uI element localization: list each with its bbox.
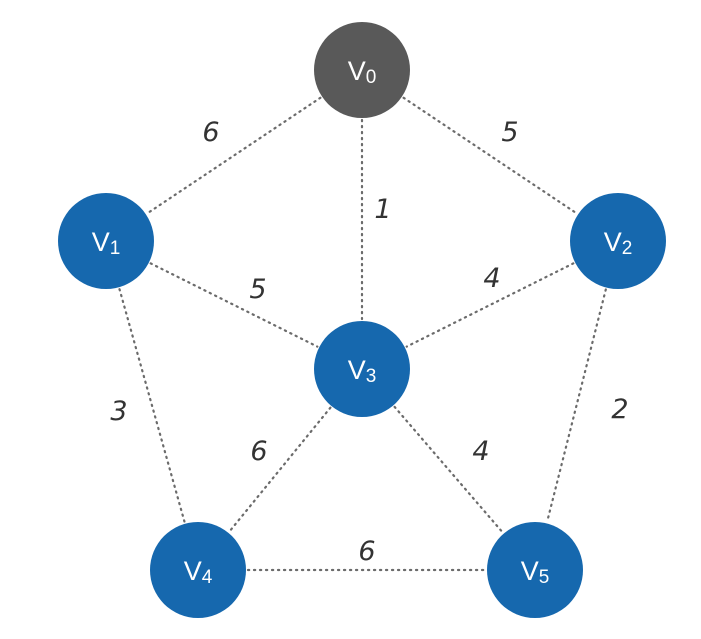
edge-weight-v3-v4: 6 (250, 436, 267, 467)
edge-v3-v5 (393, 405, 504, 534)
node-v0: V0 (314, 22, 410, 118)
edge-weight-v1-v3: 5 (249, 274, 266, 305)
edge-weight-v2-v5: 2 (611, 394, 628, 425)
node-v2-label: V2 (604, 227, 633, 259)
edge-weight-v2-v3: 4 (483, 263, 500, 294)
node-v5-label: V5 (521, 556, 550, 588)
edges-layer (118, 96, 607, 572)
edge-v2-v3 (405, 262, 575, 348)
node-v0-circle (314, 22, 410, 118)
edge-weight-v4-v5: 6 (358, 536, 375, 567)
node-v5: V5 (487, 522, 583, 618)
node-v3-circle (314, 321, 410, 417)
edge-v0-v1 (146, 96, 322, 215)
edge-v2-v5 (546, 288, 607, 523)
edge-weight-v1-v4: 3 (110, 396, 127, 427)
node-v0-label: V0 (348, 56, 377, 88)
edge-v3-v4 (228, 406, 332, 533)
node-v3: V3 (314, 321, 410, 417)
node-v3-label: V3 (348, 355, 377, 387)
node-v1-label: V1 (92, 227, 121, 259)
node-v4: V4 (150, 522, 246, 618)
node-v4-label: V4 (184, 556, 213, 588)
weights-layer: 6 5 1 5 4 3 2 6 4 6 (110, 117, 628, 567)
node-v2-circle (570, 193, 666, 289)
nodes-layer: V0 V1 V2 V3 V4 V5 (58, 22, 666, 618)
node-v5-circle (487, 522, 583, 618)
edge-weight-v0-v3: 1 (374, 194, 391, 225)
edge-v1-v3 (149, 262, 319, 348)
node-v4-circle (150, 522, 246, 618)
edge-weight-v3-v5: 4 (472, 436, 489, 467)
edge-v0-v2 (402, 96, 578, 215)
edge-v1-v4 (118, 288, 186, 523)
edge-weight-v0-v1: 6 (202, 117, 219, 148)
node-v1: V1 (58, 193, 154, 289)
node-v2: V2 (570, 193, 666, 289)
edge-weight-v0-v2: 5 (501, 117, 518, 148)
node-v1-circle (58, 193, 154, 289)
